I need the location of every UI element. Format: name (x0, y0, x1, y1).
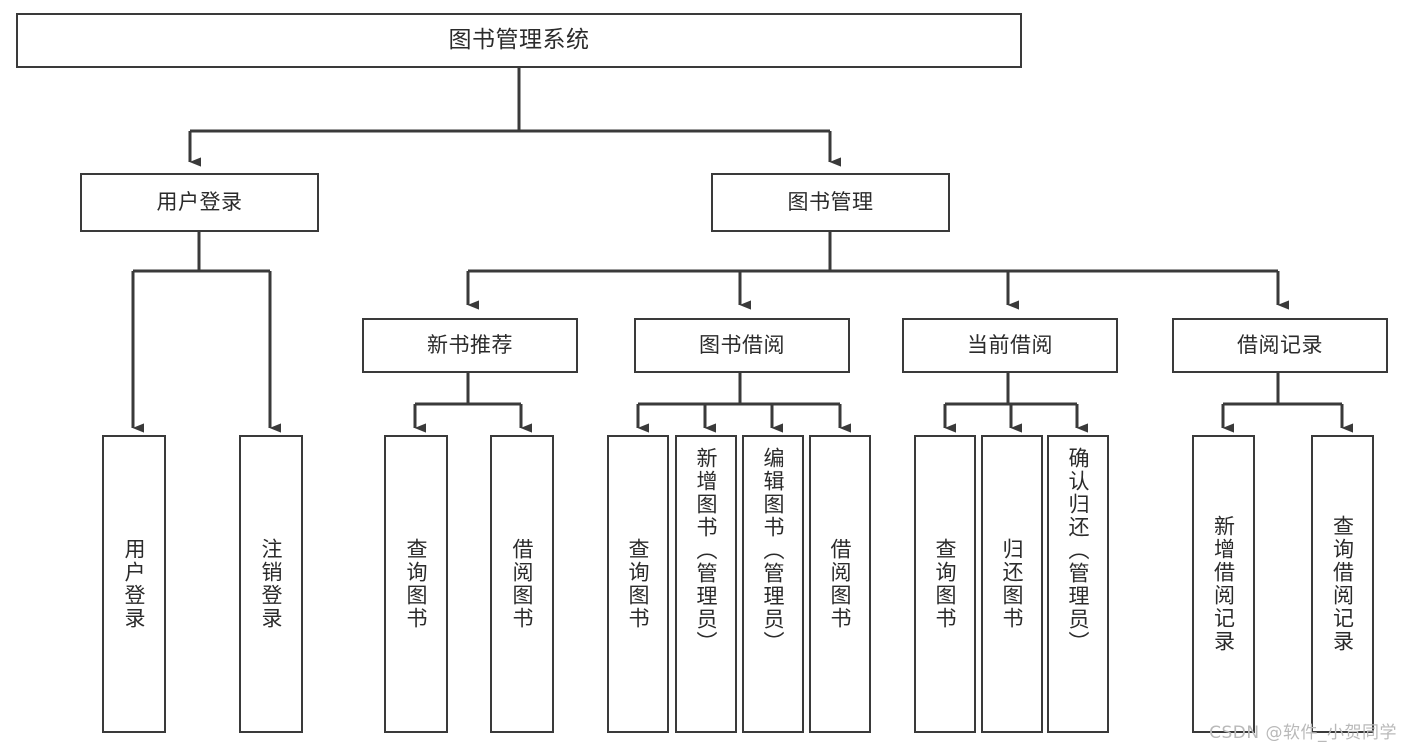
node-leaf-add-record-label: 新增借阅记录 (1211, 515, 1236, 653)
node-leaf-borrow-book-2[interactable]: 借阅图书 (809, 435, 871, 733)
node-leaf-edit-book[interactable]: 编辑图书（管理员） (742, 435, 804, 733)
node-leaf-borrow-book-2-label: 借阅图书 (828, 538, 853, 630)
node-borrow-record[interactable]: 借阅记录 (1172, 318, 1388, 373)
node-leaf-add-record[interactable]: 新增借阅记录 (1192, 435, 1255, 733)
node-leaf-return-book[interactable]: 归还图书 (981, 435, 1043, 733)
node-leaf-return-book-label: 归还图书 (1000, 538, 1025, 630)
node-book-borrow-label: 图书借阅 (699, 333, 785, 358)
node-book-manage-label: 图书管理 (787, 190, 874, 215)
node-new-book-recommend[interactable]: 新书推荐 (362, 318, 578, 373)
node-leaf-query-book-1[interactable]: 查询图书 (384, 435, 448, 733)
node-book-manage[interactable]: 图书管理 (711, 173, 950, 232)
node-current-borrow-label: 当前借阅 (967, 333, 1053, 358)
node-leaf-logout-label: 注销登录 (259, 538, 284, 630)
node-root[interactable]: 图书管理系统 (16, 13, 1022, 68)
node-leaf-add-book[interactable]: 新增图书（管理员） (675, 435, 737, 733)
node-book-borrow[interactable]: 图书借阅 (634, 318, 850, 373)
node-leaf-query-book-3[interactable]: 查询图书 (914, 435, 976, 733)
node-leaf-confirm-return[interactable]: 确认归还（管理员） (1047, 435, 1109, 733)
node-leaf-borrow-book-1[interactable]: 借阅图书 (490, 435, 554, 733)
node-root-label: 图书管理系统 (448, 27, 590, 54)
node-leaf-edit-book-label: 编辑图书（管理员） (761, 447, 786, 654)
node-leaf-query-book-2[interactable]: 查询图书 (607, 435, 669, 733)
node-leaf-query-record[interactable]: 查询借阅记录 (1311, 435, 1374, 733)
node-user-login[interactable]: 用户登录 (80, 173, 319, 232)
csdn-watermark: CSDN @软件_小贺同学 (1209, 723, 1397, 743)
node-current-borrow[interactable]: 当前借阅 (902, 318, 1118, 373)
node-leaf-borrow-book-1-label: 借阅图书 (510, 538, 535, 630)
node-leaf-user-login[interactable]: 用户登录 (102, 435, 166, 733)
node-new-book-recommend-label: 新书推荐 (427, 333, 513, 358)
node-leaf-add-book-label: 新增图书（管理员） (694, 447, 719, 654)
node-leaf-logout[interactable]: 注销登录 (239, 435, 303, 733)
node-borrow-record-label: 借阅记录 (1237, 333, 1323, 358)
node-user-login-label: 用户登录 (156, 190, 243, 215)
node-leaf-user-login-label: 用户登录 (122, 538, 147, 630)
node-leaf-query-record-label: 查询借阅记录 (1330, 515, 1355, 653)
node-leaf-query-book-2-label: 查询图书 (626, 538, 651, 630)
node-leaf-query-book-3-label: 查询图书 (933, 538, 958, 630)
node-leaf-confirm-return-label: 确认归还（管理员） (1066, 447, 1091, 654)
node-leaf-query-book-1-label: 查询图书 (404, 538, 429, 630)
